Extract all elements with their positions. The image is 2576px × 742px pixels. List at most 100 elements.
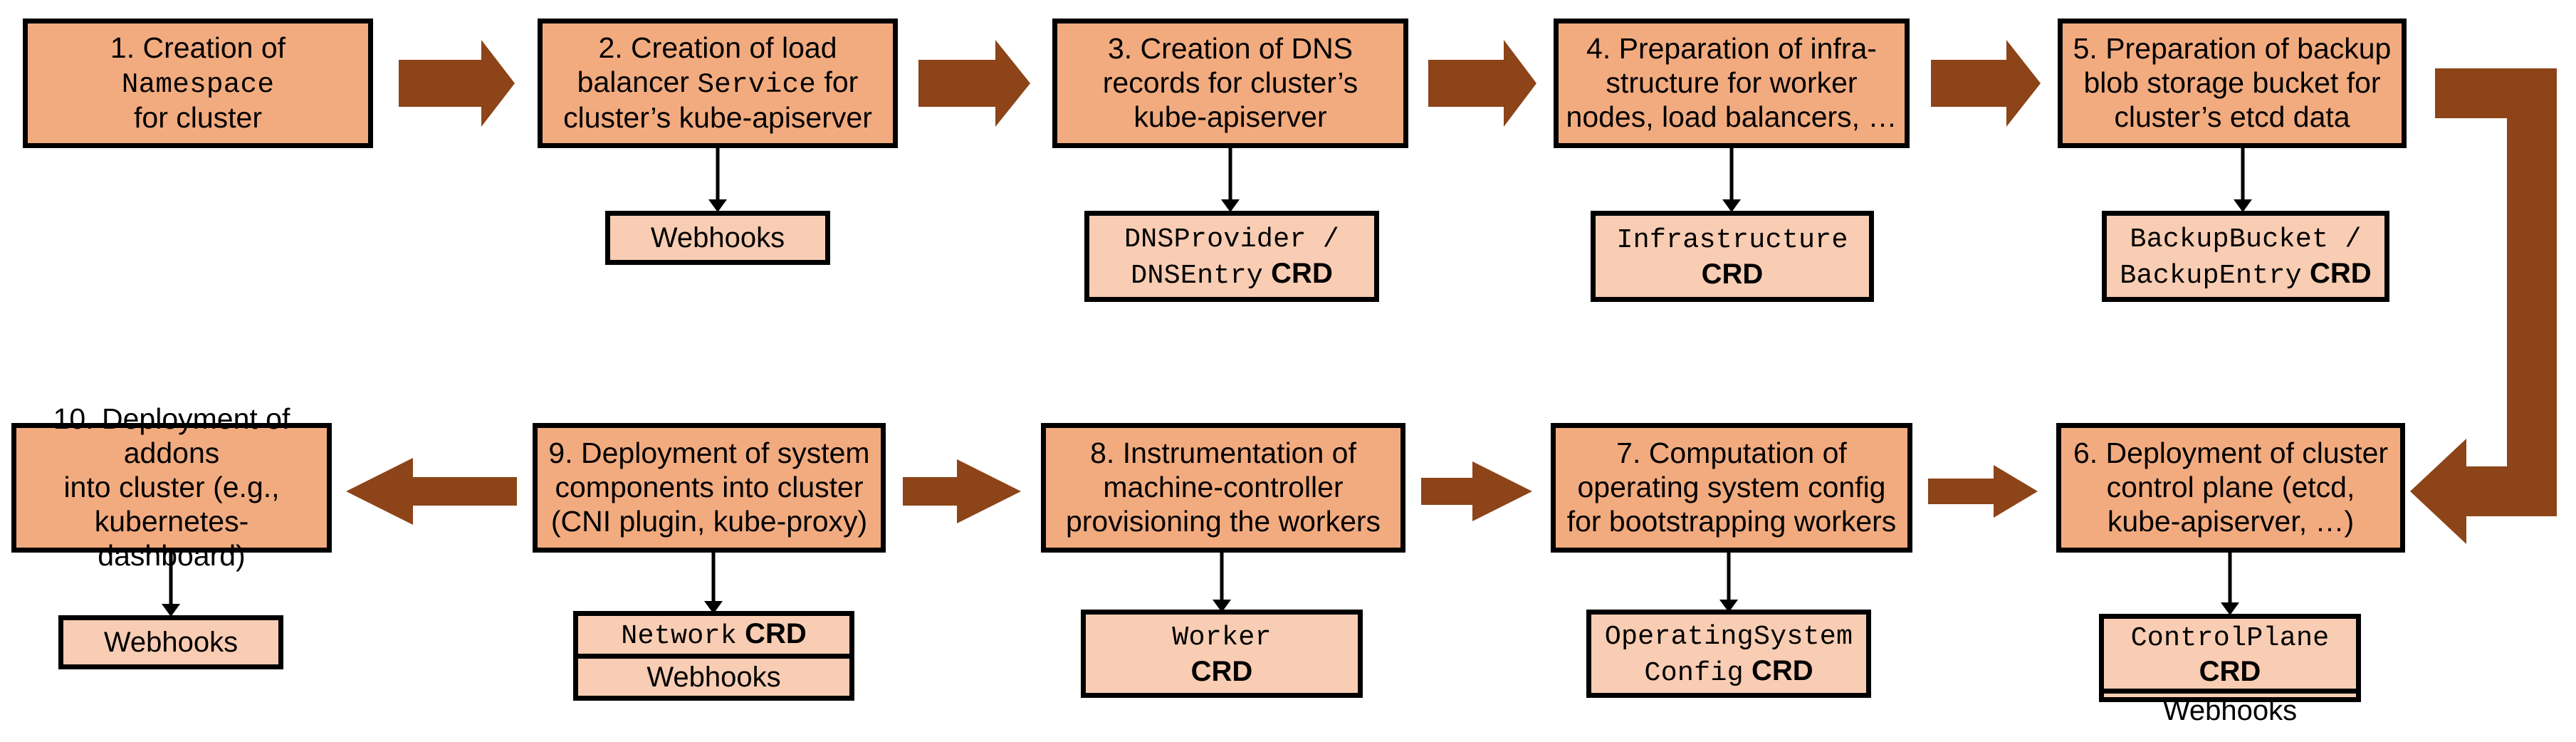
step-3-label: 3. Creation of DNS records for cluster’s… xyxy=(1063,32,1398,135)
step-4[interactable]: 4. Preparation of infra- structure for w… xyxy=(1554,19,1910,148)
step-10-line2: into cluster (e.g., xyxy=(63,471,280,504)
artifact-dns-crd[interactable]: DNSProvider / DNSEntry CRD xyxy=(1084,211,1379,302)
arrow-step8-to-step9 xyxy=(903,459,1021,523)
step-1-line2: Namespace xyxy=(121,68,275,100)
artifact-backup-crd[interactable]: BackupBucket / BackupEntry CRD xyxy=(2102,211,2389,302)
artifact-webhooks-step2-label: Webhooks xyxy=(650,221,785,254)
step-7-label: 7. Computation of operating system confi… xyxy=(1561,437,1902,539)
step-6-line2: control plane (etcd, xyxy=(2106,471,2355,504)
step-2-line2b: Service xyxy=(697,68,817,100)
step-10[interactable]: 10. Deployment of addons into cluster (e… xyxy=(11,402,332,572)
step-9[interactable]: 9. Deployment of system components into … xyxy=(533,423,886,553)
artifact-webhooks-step10-label: Webhooks xyxy=(103,626,239,658)
artifact-webhooks-step2[interactable]: Webhooks xyxy=(605,211,830,265)
artifact-infrastructure-crd-label: Infrastructure CRD xyxy=(1596,221,1869,292)
arrow-step1-to-step2 xyxy=(399,40,515,127)
step-10-line1: 10. Deployment of addons xyxy=(53,402,290,470)
artifact-dns-crd-line1: DNSProvider / xyxy=(1124,224,1340,256)
step-7-line1: 7. Computation of xyxy=(1616,437,1847,470)
step-2-label: 2. Creation of load balancer Service for… xyxy=(548,31,887,135)
step-4-label: 4. Preparation of infra- structure for w… xyxy=(1564,32,1899,135)
step-3[interactable]: 3. Creation of DNS records for cluster’s… xyxy=(1052,19,1408,148)
artifact-osc-crd[interactable]: OperatingSystem Config CRD xyxy=(1586,610,1871,698)
step-8-line2: machine-controller xyxy=(1103,471,1344,504)
artifact-backup-crd-line2b: CRD xyxy=(2310,258,2372,289)
step-3-line3: kube-apiserver xyxy=(1133,100,1327,133)
artifact-dns-crd-label: DNSProvider / DNSEntry CRD xyxy=(1089,220,1374,293)
step-10-label: 10. Deployment of addons into cluster (e… xyxy=(22,402,321,573)
step-4-line3: nodes, load balancers, … xyxy=(1566,100,1897,133)
step-8[interactable]: 8. Instrumentation of machine-controller… xyxy=(1041,423,1405,553)
arrow-step6-to-step7 xyxy=(1928,465,2038,518)
artifact-osc-crd-line2b: CRD xyxy=(1751,655,1813,686)
artifact-network-webhooks-label: Webhooks xyxy=(646,661,781,693)
step-9-label: 9. Deployment of system components into … xyxy=(543,437,875,539)
artifact-network-crd-cell[interactable]: Network CRD xyxy=(578,616,849,654)
artifact-osc-crd-line2a: Config xyxy=(1644,657,1744,689)
step-4-line1: 4. Preparation of infra- xyxy=(1586,32,1877,66)
step-2[interactable]: 2. Creation of load balancer Service for… xyxy=(538,19,898,148)
thin-connectors-row2 xyxy=(169,553,2232,605)
step-9-line1: 9. Deployment of system xyxy=(548,437,870,470)
step-1-line3: for cluster xyxy=(134,101,262,135)
step-1-label: 1. Creation of Namespace for cluster xyxy=(33,31,362,135)
arrow-step9-to-step10 xyxy=(346,458,517,525)
step-2-line1: 2. Creation of load xyxy=(598,31,837,64)
step-1[interactable]: 1. Creation of Namespace for cluster xyxy=(23,19,373,148)
artifact-network-webhooks-cell[interactable]: Webhooks xyxy=(578,653,849,696)
artifact-webhooks-step10[interactable]: Webhooks xyxy=(58,615,283,669)
artifact-dns-crd-line2b: CRD xyxy=(1271,258,1333,289)
artifact-controlplane-crd-label: ControlPlane CRD xyxy=(2104,619,2356,689)
artifact-controlplane-crd-cell[interactable]: ControlPlane CRD xyxy=(2104,619,2356,689)
step-4-line2: structure for worker xyxy=(1606,66,1858,100)
step-2-line2a: balancer xyxy=(577,65,698,98)
step-6-line1: 6. Deployment of cluster xyxy=(2073,437,2389,470)
artifact-infrastructure-crd[interactable]: Infrastructure CRD xyxy=(1591,211,1874,302)
step-9-line2: components into cluster xyxy=(555,471,864,504)
thin-connectors-row1 xyxy=(716,148,2245,200)
artifact-osc-crd-label: OperatingSystem Config CRD xyxy=(1591,617,1866,690)
arrow-step7-to-step8 xyxy=(1421,461,1532,521)
artifact-backup-crd-label: BackupBucket / BackupEntry CRD xyxy=(2107,220,2384,293)
step-10-line3: kubernetes-dashboard) xyxy=(94,504,249,572)
step-8-line3: provisioning the workers xyxy=(1065,504,1381,538)
artifact-osc-crd-line1: OperatingSystem xyxy=(1604,621,1853,653)
artifact-network-crd-label: Network CRD xyxy=(621,617,806,652)
artifact-infrastructure-crd-line2: CRD xyxy=(1701,258,1764,291)
artifact-worker-crd-label: Worker CRD xyxy=(1086,618,1358,689)
artifact-worker-crd[interactable]: Worker CRD xyxy=(1081,610,1363,698)
arrow-step2-to-step3 xyxy=(918,40,1030,127)
artifact-controlplane-webhooks-cell[interactable]: Webhooks xyxy=(2104,689,2356,728)
step-7-line3: for bootstrapping workers xyxy=(1566,504,1897,538)
step-7[interactable]: 7. Computation of operating system confi… xyxy=(1551,423,1912,553)
step-3-line1: 3. Creation of DNS xyxy=(1107,32,1354,66)
step-8-line1: 8. Instrumentation of xyxy=(1090,437,1356,470)
artifact-infrastructure-crd-line1: Infrastructure xyxy=(1616,224,1848,256)
arrow-step3-to-step4 xyxy=(1428,40,1536,127)
artifact-controlplane-crd-suffix: CRD xyxy=(2199,656,2261,688)
arrow-step5-to-step6-elbow xyxy=(2410,68,2557,544)
arrow-step4-to-step5 xyxy=(1931,40,2041,127)
step-7-line2: operating system config xyxy=(1577,471,1886,504)
artifact-network-crd-type: Network xyxy=(621,620,737,652)
step-5-line2: blob storage bucket for xyxy=(2083,66,2381,100)
step-6[interactable]: 6. Deployment of cluster control plane (… xyxy=(2056,423,2405,553)
step-5-line3: cluster’s etcd data xyxy=(2114,100,2350,133)
artifact-controlplane-crd-stack[interactable]: ControlPlane CRD Webhooks xyxy=(2099,614,2361,726)
step-5-line1: 5. Preparation of backup xyxy=(2073,32,2392,66)
artifact-dns-crd-line2a: DNSEntry xyxy=(1131,260,1264,291)
step-3-line2: records for cluster’s xyxy=(1102,66,1358,100)
artifact-network-crd-suffix: CRD xyxy=(745,618,807,650)
artifact-worker-crd-line1: Worker xyxy=(1172,622,1272,654)
step-9-line3: (CNI plugin, kube-proxy) xyxy=(550,504,868,538)
step-1-line1: 1. Creation of xyxy=(110,31,286,64)
step-8-label: 8. Instrumentation of machine-controller… xyxy=(1052,437,1395,539)
step-5[interactable]: 5. Preparation of backup blob storage bu… xyxy=(2058,19,2407,148)
artifact-backup-crd-line1: BackupBucket / xyxy=(2130,224,2362,256)
step-2-line2c: for xyxy=(816,65,859,98)
step-2-line3: cluster’s kube-apiserver xyxy=(563,101,872,135)
artifact-controlplane-crd-type: ControlPlane xyxy=(2130,622,2330,654)
artifact-backup-crd-line2a: BackupEntry xyxy=(2120,260,2302,291)
artifact-network-crd-stack[interactable]: Network CRD Webhooks xyxy=(573,611,854,701)
